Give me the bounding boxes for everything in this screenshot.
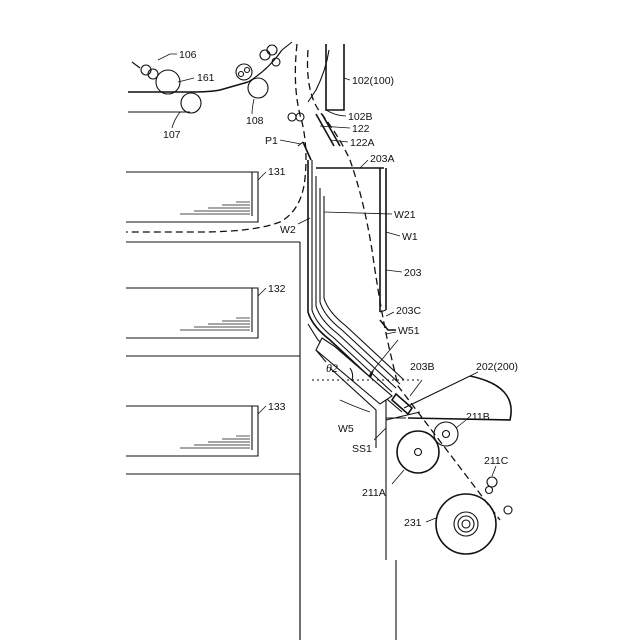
label-203A: 203A (370, 153, 395, 165)
label-W21: W21 (394, 209, 416, 221)
tray-132 (126, 288, 266, 338)
label-W51: W51 (398, 325, 420, 337)
top-roller-assembly (128, 42, 292, 128)
label-W5: W5 (338, 423, 354, 435)
label-P1: P1 (265, 135, 278, 147)
label-211C: 211C (484, 455, 509, 467)
label-SS1: SS1 (352, 443, 372, 455)
cassette-frame (126, 242, 300, 640)
label-102: 102(100) (352, 75, 394, 87)
label-231: 231 (404, 517, 422, 529)
label-211B: 211B (466, 411, 490, 423)
label-102B: 102B (348, 111, 373, 123)
label-202: 202(200) (476, 361, 518, 373)
label-108: 108 (246, 115, 264, 127)
label-133: 133 (268, 401, 286, 413)
label-107: 107 (163, 129, 181, 141)
label-132: 132 (268, 283, 286, 295)
label-131: 131 (268, 166, 286, 178)
label-122: 122 (352, 123, 370, 135)
label-203B: 203B (410, 361, 435, 373)
label-211A: 211A (362, 487, 386, 499)
label-W2: W2 (280, 224, 296, 236)
paper-path (126, 44, 500, 520)
label-106: 106 (179, 49, 197, 61)
unit-102 (280, 44, 350, 160)
roller-108 (248, 78, 268, 98)
roller-161 (156, 70, 180, 94)
tray-133 (126, 406, 266, 456)
label-161: 161 (197, 72, 215, 84)
reference-labels: 106 161 107 108 102(100) 102B 122 122A P… (163, 49, 518, 529)
label-theta2: θ2 (326, 361, 338, 375)
label-W1: W1 (402, 231, 418, 243)
label-203C: 203C (396, 305, 422, 317)
tray-131 (126, 172, 266, 222)
label-122A: 122A (350, 137, 375, 149)
label-203: 203 (404, 267, 422, 279)
